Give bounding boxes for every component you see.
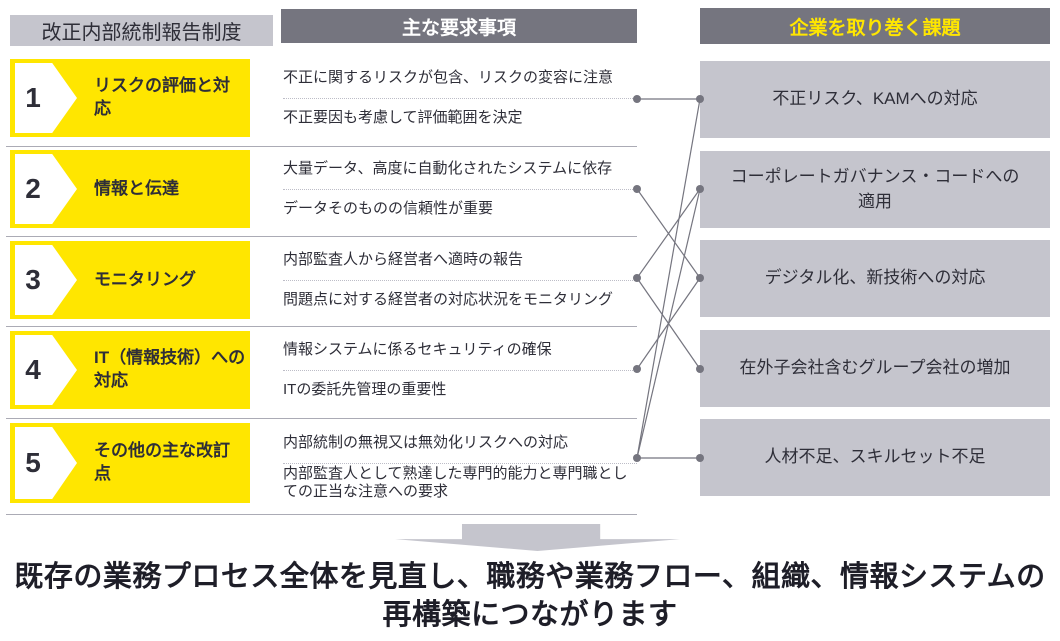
down-arrow-icon bbox=[395, 524, 680, 551]
revision-item-3: 3 モニタリング bbox=[10, 241, 250, 319]
revision-item-2: 2 情報と伝達 bbox=[10, 150, 250, 228]
scheme-title: 改正内部統制報告制度 bbox=[10, 15, 273, 46]
requirements-3: 内部監査人から経営者へ適時の報告 問題点に対する経営者の対応状況をモニタリング bbox=[283, 241, 637, 319]
challenges-header: 企業を取り巻く課題 bbox=[700, 8, 1050, 44]
revision-item-5: 5 その他の主な改訂点 bbox=[10, 423, 250, 503]
group-divider bbox=[6, 514, 637, 515]
requirements-header: 主な要求事項 bbox=[281, 9, 637, 43]
challenge-box-4: 在外子会社含むグループ会社の増加 bbox=[700, 330, 1050, 407]
item-label: モニタリング bbox=[94, 269, 196, 289]
requirement-text: 大量データ、高度に自動化されたシステムに依存 bbox=[283, 150, 637, 190]
item-number: 1 bbox=[25, 82, 41, 113]
group-divider bbox=[6, 418, 637, 419]
requirements-4: 情報システムに係るセキュリティの確保 ITの委託先管理の重要性 bbox=[283, 331, 637, 409]
revision-item-4: 4 IT（情報技術）への対応 bbox=[10, 331, 250, 409]
challenge-box-5: 人材不足、スキルセット不足 bbox=[700, 419, 1050, 496]
requirement-text: 内部統制の無視又は無効化リスクへの対応 bbox=[283, 423, 637, 464]
item-label: リスクの評価と対応 bbox=[94, 76, 230, 118]
item-number: 2 bbox=[25, 173, 41, 204]
challenge-box-2: コーポレートガバナンス・コードへの 適用 bbox=[700, 151, 1050, 228]
item-label: その他の主な改訂点 bbox=[94, 441, 230, 483]
group-divider bbox=[6, 146, 637, 147]
group-divider bbox=[6, 326, 637, 327]
requirement-text: 情報システムに係るセキュリティの確保 bbox=[283, 331, 637, 371]
requirement-text: 不正要因も考慮して評価範囲を決定 bbox=[283, 108, 523, 126]
item-number: 5 bbox=[25, 447, 41, 478]
requirement-text: 内部監査人として熟達した専門的能力と専門職としての正当な注意への要求 bbox=[283, 464, 628, 501]
item-label: 情報と伝達 bbox=[94, 178, 179, 198]
requirement-text: ITの委託先管理の重要性 bbox=[283, 380, 447, 398]
requirement-text: 内部監査人から経営者へ適時の報告 bbox=[283, 241, 637, 281]
item-number: 4 bbox=[25, 354, 41, 385]
challenge-box-1: 不正リスク、KAMへの対応 bbox=[700, 61, 1050, 138]
requirements-1: 不正に関するリスクが包含、リスクの変容に注意 不正要因も考慮して評価範囲を決定 bbox=[283, 59, 637, 137]
requirement-text: 問題点に対する経営者の対応状況をモニタリング bbox=[283, 290, 614, 308]
group-divider bbox=[6, 236, 637, 237]
conclusion-text: 既存の業務プロセス全体を見直し、職務や業務フロー、組織、情報システムの 再構築に… bbox=[14, 561, 1046, 631]
item-label: IT（情報技術）への対応 bbox=[94, 348, 246, 390]
requirements-5: 内部統制の無視又は無効化リスクへの対応 内部監査人として熟達した専門的能力と専門… bbox=[283, 423, 637, 503]
requirement-text: 不正に関するリスクが包含、リスクの変容に注意 bbox=[283, 59, 637, 99]
requirement-text: データそのものの信頼性が重要 bbox=[283, 199, 494, 217]
requirements-2: 大量データ、高度に自動化されたシステムに依存 データそのものの信頼性が重要 bbox=[283, 150, 637, 228]
challenge-box-3: デジタル化、新技術への対応 bbox=[700, 240, 1050, 317]
item-number: 3 bbox=[25, 264, 41, 295]
revision-item-1: 1 リスクの評価と対応 bbox=[10, 59, 250, 137]
